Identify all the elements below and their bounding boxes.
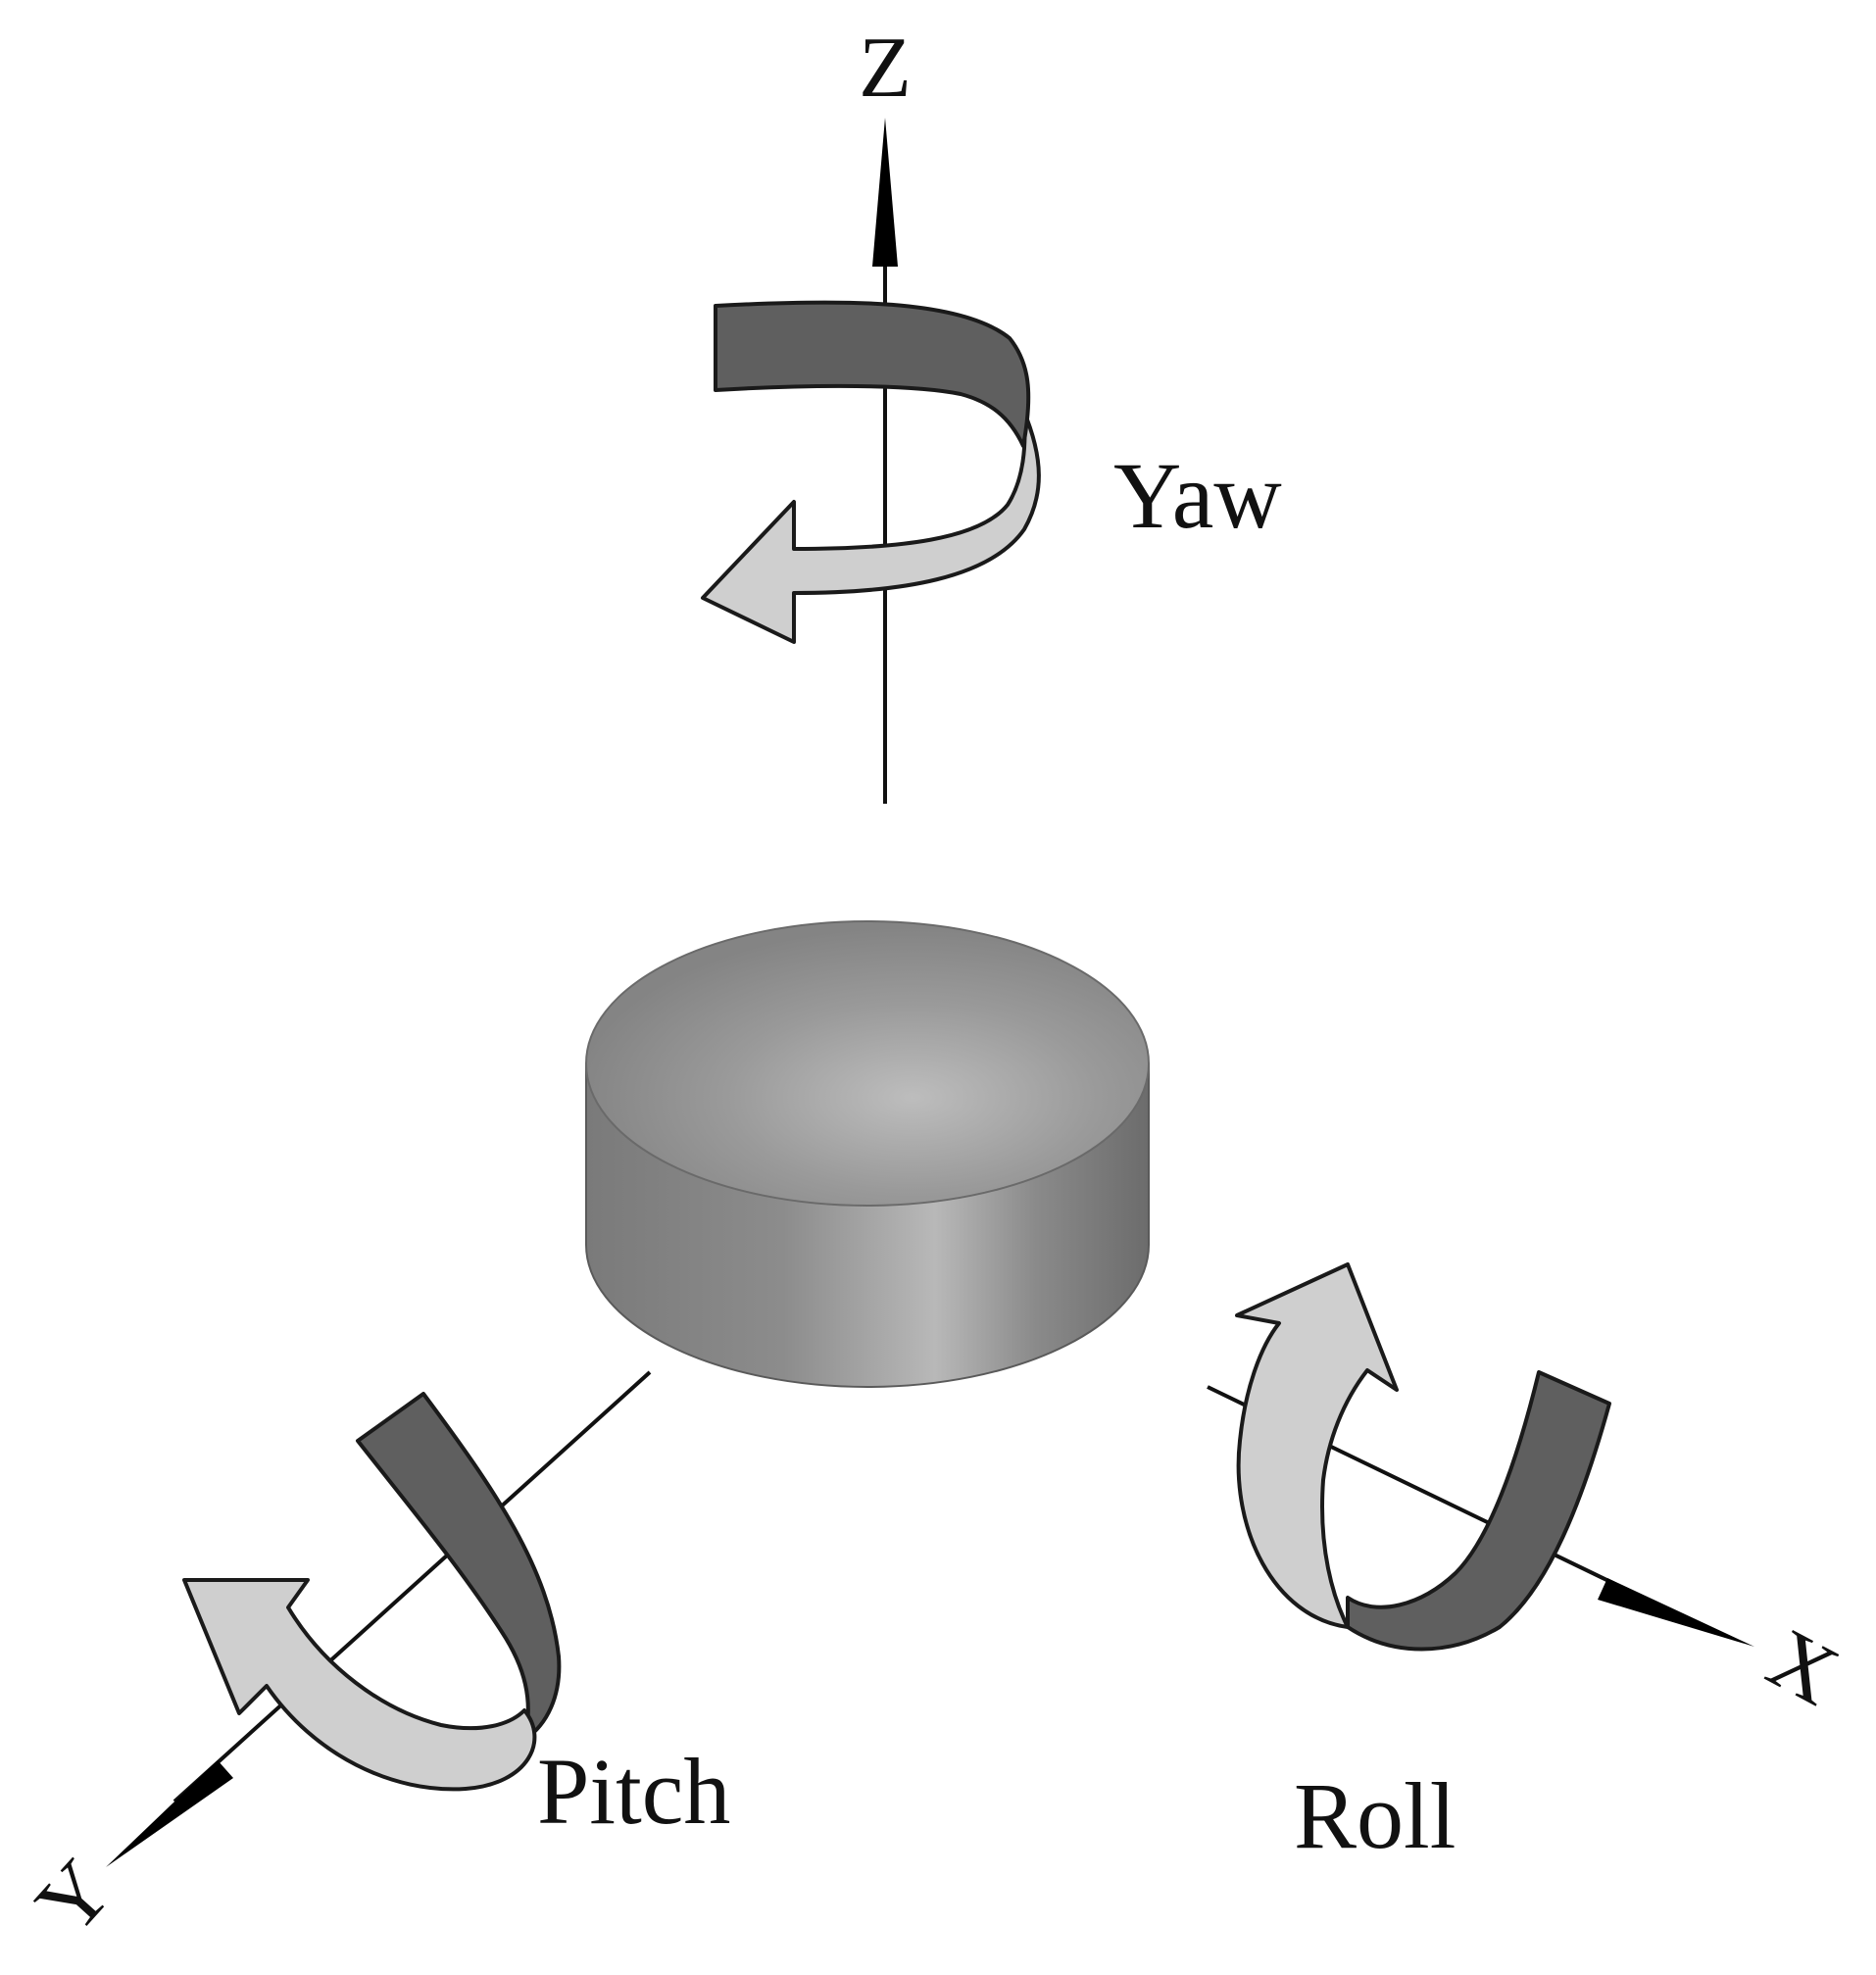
roll-label: Roll	[1294, 1763, 1456, 1868]
y-axis	[106, 1370, 652, 1867]
cylinder-body	[585, 920, 1150, 1388]
pitch-label: Pitch	[537, 1739, 730, 1844]
pitch-ribbon-back	[356, 1392, 562, 1742]
roll-ribbon-front	[1235, 1262, 1399, 1629]
x-arrowhead	[1598, 1578, 1754, 1647]
z-arrowhead	[872, 118, 898, 267]
y-arrowhead	[106, 1760, 233, 1867]
z-axis-label: Z	[859, 21, 912, 116]
x-axis-label: X	[1753, 1611, 1852, 1724]
y-axis-label: Y	[19, 1843, 131, 1952]
z-axis	[872, 118, 898, 804]
yaw-ribbon-back	[714, 300, 1031, 448]
yaw-label: Yaw	[1113, 443, 1282, 548]
roll-ribbon-back	[1346, 1370, 1611, 1652]
pitch-rotation-arrow	[182, 1392, 562, 1792]
yaw-ribbon-front	[701, 408, 1041, 644]
yaw-rotation-arrow	[701, 300, 1041, 644]
pitch-ribbon-front	[182, 1578, 537, 1792]
roll-rotation-arrow	[1235, 1262, 1611, 1652]
